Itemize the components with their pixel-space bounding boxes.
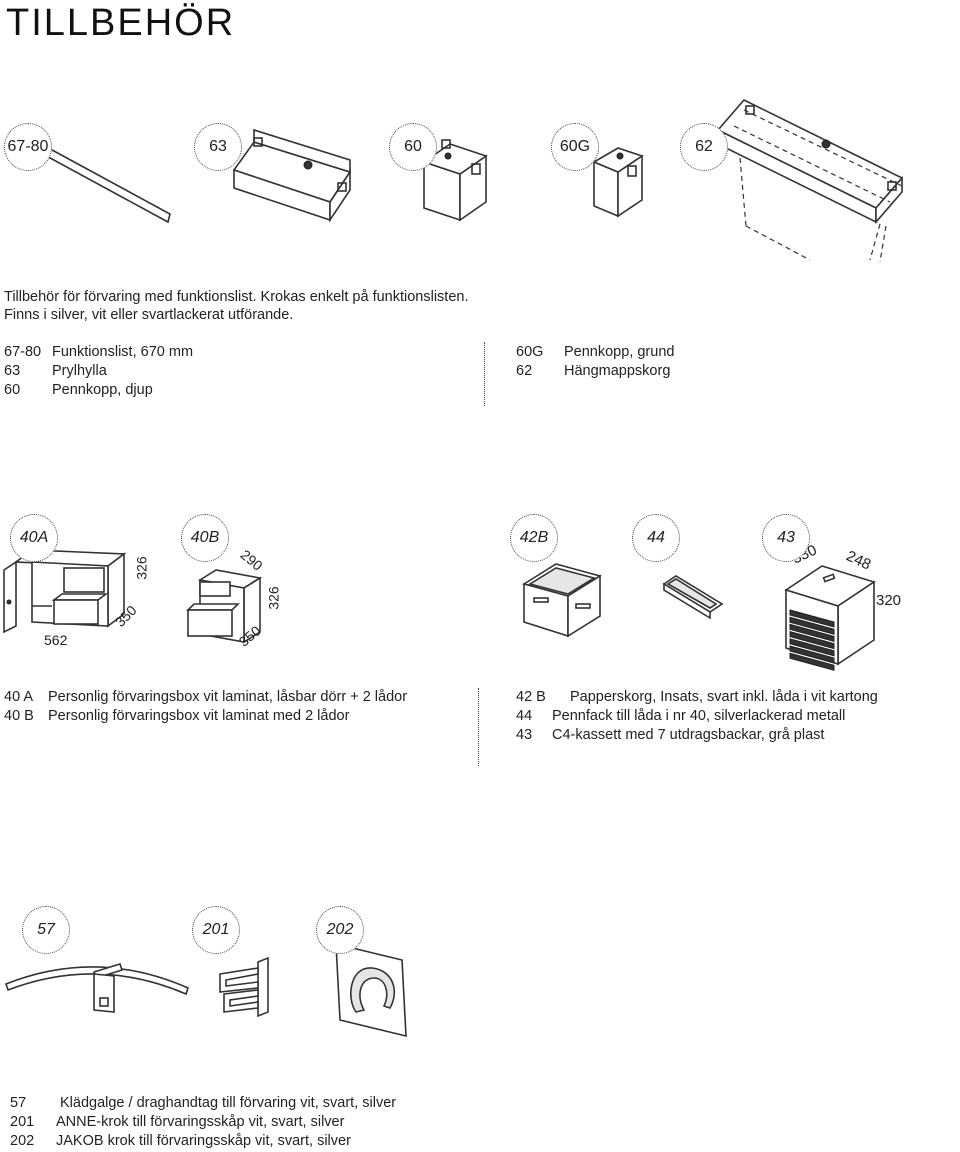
tray-front	[789, 638, 835, 657]
tray-front	[789, 652, 835, 671]
prylhylla-illustration	[232, 128, 352, 223]
page-title: TILLBEHÖR	[6, 2, 236, 44]
hangmappskorg-illustration	[716, 99, 904, 263]
tray-front	[789, 609, 835, 628]
dim-43-height: 320	[876, 592, 902, 609]
forvaringsbox-40b-illustration	[186, 569, 263, 644]
badge-202: 202	[316, 906, 364, 954]
pennkopp-grund-illustration	[592, 147, 644, 218]
badge-57: 57	[22, 906, 70, 954]
intro-line-1: Tillbehör för förvaring med funktionslis…	[4, 289, 469, 305]
badge-63: 63	[194, 123, 242, 171]
forvaringsbox-40a-illustration	[3, 549, 127, 634]
badge-201: 201	[192, 906, 240, 954]
jakob-krok-illustration	[335, 942, 407, 1038]
badge-40B: 40B	[181, 514, 229, 562]
pennfack-illustration	[662, 575, 724, 620]
dim-40a-height: 326	[133, 556, 150, 580]
dim-40b-height: 326	[265, 586, 282, 610]
badge-44: 44	[632, 514, 680, 562]
badge-62: 62	[680, 123, 728, 171]
tray-front	[789, 616, 835, 635]
badge-42B: 42B	[510, 514, 558, 562]
dim-40a-width: 562	[44, 632, 68, 648]
badge-67-80: 67-80	[4, 123, 52, 171]
tray-front	[789, 645, 835, 664]
papperskorg-illustration	[522, 563, 602, 638]
kladgalge-illustration	[5, 963, 189, 1013]
c4-kassett-illustration	[784, 565, 876, 671]
pennkopp-djup-illustration	[422, 139, 488, 222]
badge-43: 43	[762, 514, 810, 562]
divider	[484, 342, 485, 406]
tray-front	[789, 630, 835, 650]
tray-front	[789, 623, 835, 643]
anne-krok-illustration	[219, 956, 269, 1018]
badge-60G: 60G	[551, 123, 599, 171]
intro-line-2: Finns i silver, vit eller svartlackerat …	[4, 307, 294, 323]
divider	[478, 688, 479, 766]
badge-40A: 40A	[10, 514, 58, 562]
badge-60: 60	[389, 123, 437, 171]
